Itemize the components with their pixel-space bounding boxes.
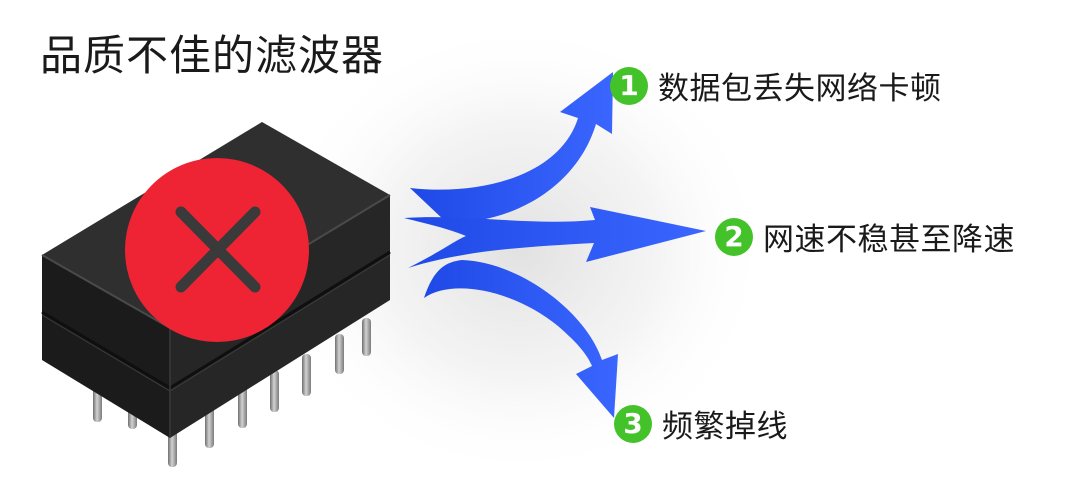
number-badge-2: 2 [715,217,753,256]
error-mark [125,158,309,342]
chip-left-face [42,255,170,438]
result-text-1: 数据包丢失网络卡顿 [658,71,942,107]
arrows [404,72,706,418]
result-text-2: 网速不稳甚至降速 [763,222,1015,258]
arrow-3 [424,260,618,418]
result-text-3: 频繁掉线 [662,409,788,445]
number-badge-1: 1 [610,66,648,105]
result-item-3: 3 频繁掉线 [614,401,788,446]
result-item-2: 2 网速不稳甚至降速 [715,214,1015,259]
arrow-1 [410,72,613,223]
number-badge-3: 3 [614,404,652,443]
result-item-1: 1 数据包丢失网络卡顿 [610,63,942,108]
x-mark-icon [175,206,261,293]
background-halo [270,20,770,480]
arrow-2 [404,207,706,268]
page-title: 品质不佳的滤波器 [40,31,385,80]
